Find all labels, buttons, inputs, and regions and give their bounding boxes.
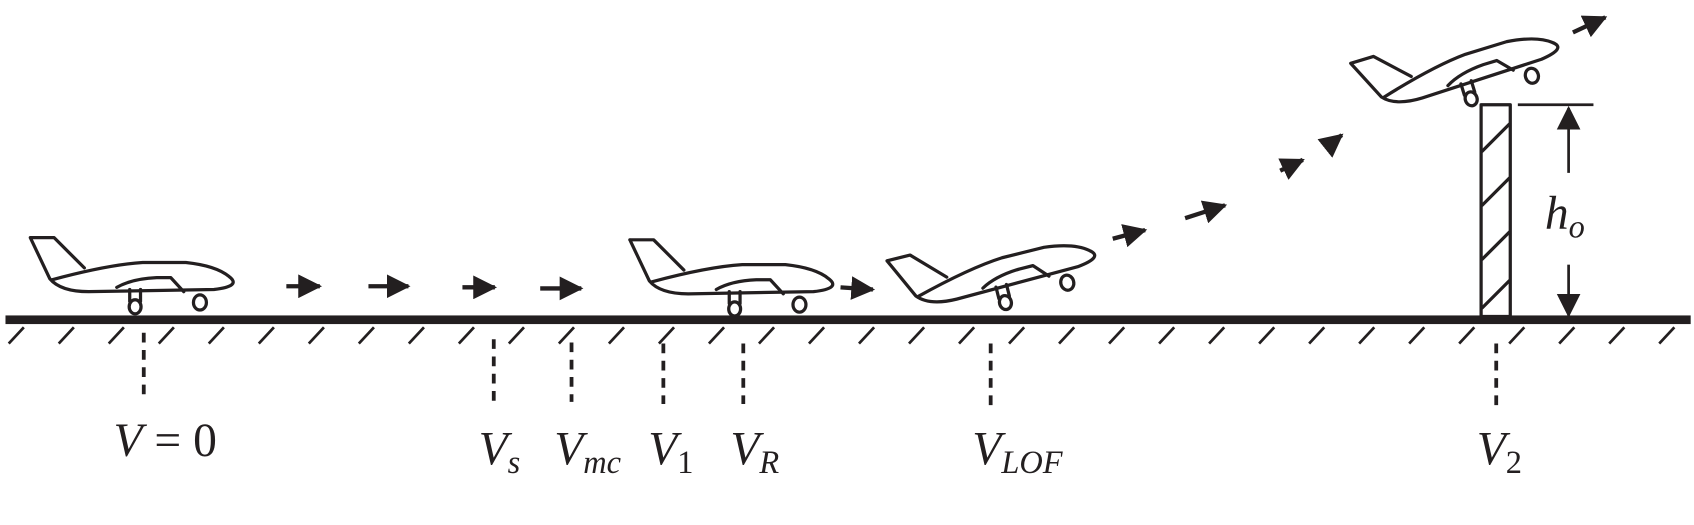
obstacle-pole: [1479, 103, 1512, 319]
hatch-mark: [607, 326, 626, 345]
hatch-mark: [1558, 326, 1576, 345]
airplane-at-rest: [28, 236, 235, 316]
arrow-icon: [1112, 224, 1148, 248]
hatch-mark: [7, 326, 25, 345]
arrow-icon: [1572, 15, 1608, 38]
label-v-1: V1: [648, 424, 693, 482]
hatch-mark: [657, 326, 676, 345]
label-v-2: V2: [1477, 424, 1522, 482]
hatch-mark: [1408, 326, 1426, 345]
hatch-mark: [207, 326, 225, 345]
arrow-icon: [1317, 133, 1344, 158]
hatch-mark: [1158, 326, 1176, 345]
hatch-mark: [57, 326, 75, 345]
label-v-lof: VLOF: [972, 424, 1063, 482]
hatch-mark: [858, 326, 876, 345]
hatch-mark: [557, 326, 576, 345]
hatch-mark: [107, 326, 125, 345]
hatch-mark: [257, 326, 275, 345]
hatch-mark: [1458, 326, 1476, 345]
label-v-r: VR: [730, 424, 779, 482]
motion-arrows: [286, 15, 1608, 301]
hatch-mark: [457, 326, 475, 345]
arrow-icon: [1278, 157, 1305, 180]
hatch-mark: [1658, 326, 1676, 345]
hatch-mark: [1208, 326, 1226, 345]
hatch-mark: [307, 326, 325, 345]
hatch-mark: [1308, 326, 1326, 345]
hatch-mark: [1108, 326, 1126, 345]
label-v-zero: V = 0: [114, 415, 217, 467]
hatch-mark: [507, 326, 525, 345]
hatch-mark: [1258, 326, 1276, 345]
hatch-mark: [157, 326, 175, 345]
label-h-o: ho: [1545, 188, 1585, 246]
hatch-mark: [958, 326, 976, 345]
hatch-mark: [357, 326, 375, 345]
arrow-icon: [840, 276, 876, 300]
hatch-mark: [1058, 326, 1076, 345]
hatch-mark: [757, 326, 776, 345]
hatch-mark: [407, 326, 425, 345]
arrow-icon: [1184, 200, 1228, 224]
speed-markers: [141, 332, 1499, 411]
ground-line: [5, 315, 1691, 325]
hatch-mark: [1508, 326, 1526, 345]
ground-hatching: [7, 326, 1676, 345]
hatch-mark: [807, 326, 826, 345]
hatch-mark: [707, 326, 726, 345]
hatch-mark: [1608, 326, 1626, 345]
airplane-climb: [1349, 2, 1569, 138]
airplane-rotation: [628, 238, 835, 318]
hatch-mark: [908, 326, 926, 345]
hatch-mark: [1358, 326, 1376, 345]
label-v-s: Vs: [479, 424, 521, 482]
hatch-mark: [1008, 326, 1026, 345]
label-v-mc: Vmc: [554, 424, 621, 482]
height-dimension: [1517, 103, 1594, 318]
